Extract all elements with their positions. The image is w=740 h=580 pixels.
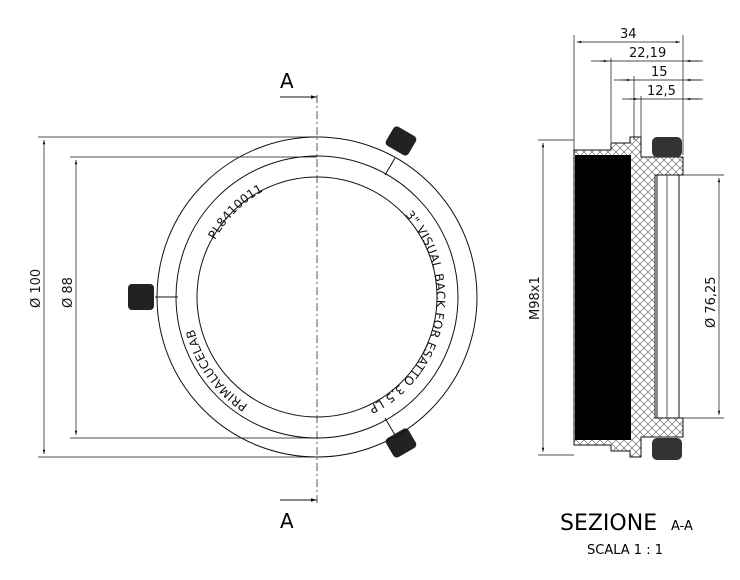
dim-thread: M98x1 — [528, 276, 543, 320]
dim-outer-diameter: Ø 100 — [29, 269, 44, 308]
section-title-suffix: A-A — [671, 519, 693, 534]
front-view: A A PL8410011 3" VISUAL BACK FOR ESATTO … — [29, 69, 478, 533]
dim-bore: Ø 76,25 — [704, 276, 719, 328]
bore-window — [656, 174, 680, 419]
dim-flange-15: 15 — [651, 65, 668, 80]
engraving-product: 3" VISUAL BACK FOR ESATTO 3,5 LP — [367, 208, 448, 416]
section-mark-bottom: A — [280, 509, 294, 533]
knob-section-bottom — [652, 438, 682, 460]
knob-left — [128, 284, 178, 310]
thread-black-fill — [575, 155, 631, 440]
section-mark-top: A — [280, 69, 294, 93]
section-title: SEZIONE — [560, 511, 657, 536]
dim-total-length: 34 — [620, 27, 637, 42]
outer-circle — [156, 136, 478, 458]
knob-section-top — [652, 137, 682, 157]
engraving-brand: PRIMALUCELAB — [183, 328, 249, 414]
dim-thread-length: 22,19 — [629, 46, 666, 61]
knob-bottom-right — [384, 417, 417, 458]
knob-top-right — [384, 126, 417, 176]
dim-flange-12-5: 12,5 — [647, 84, 676, 99]
section-scale: SCALA 1 : 1 — [587, 543, 663, 558]
engraving-code: PL8410011 — [205, 181, 265, 241]
section-view: 34 22,19 15 12,5 M98x1 Ø 76,25 SEZIONE A… — [528, 27, 724, 558]
dim-inner-diameter: Ø 88 — [61, 277, 76, 308]
